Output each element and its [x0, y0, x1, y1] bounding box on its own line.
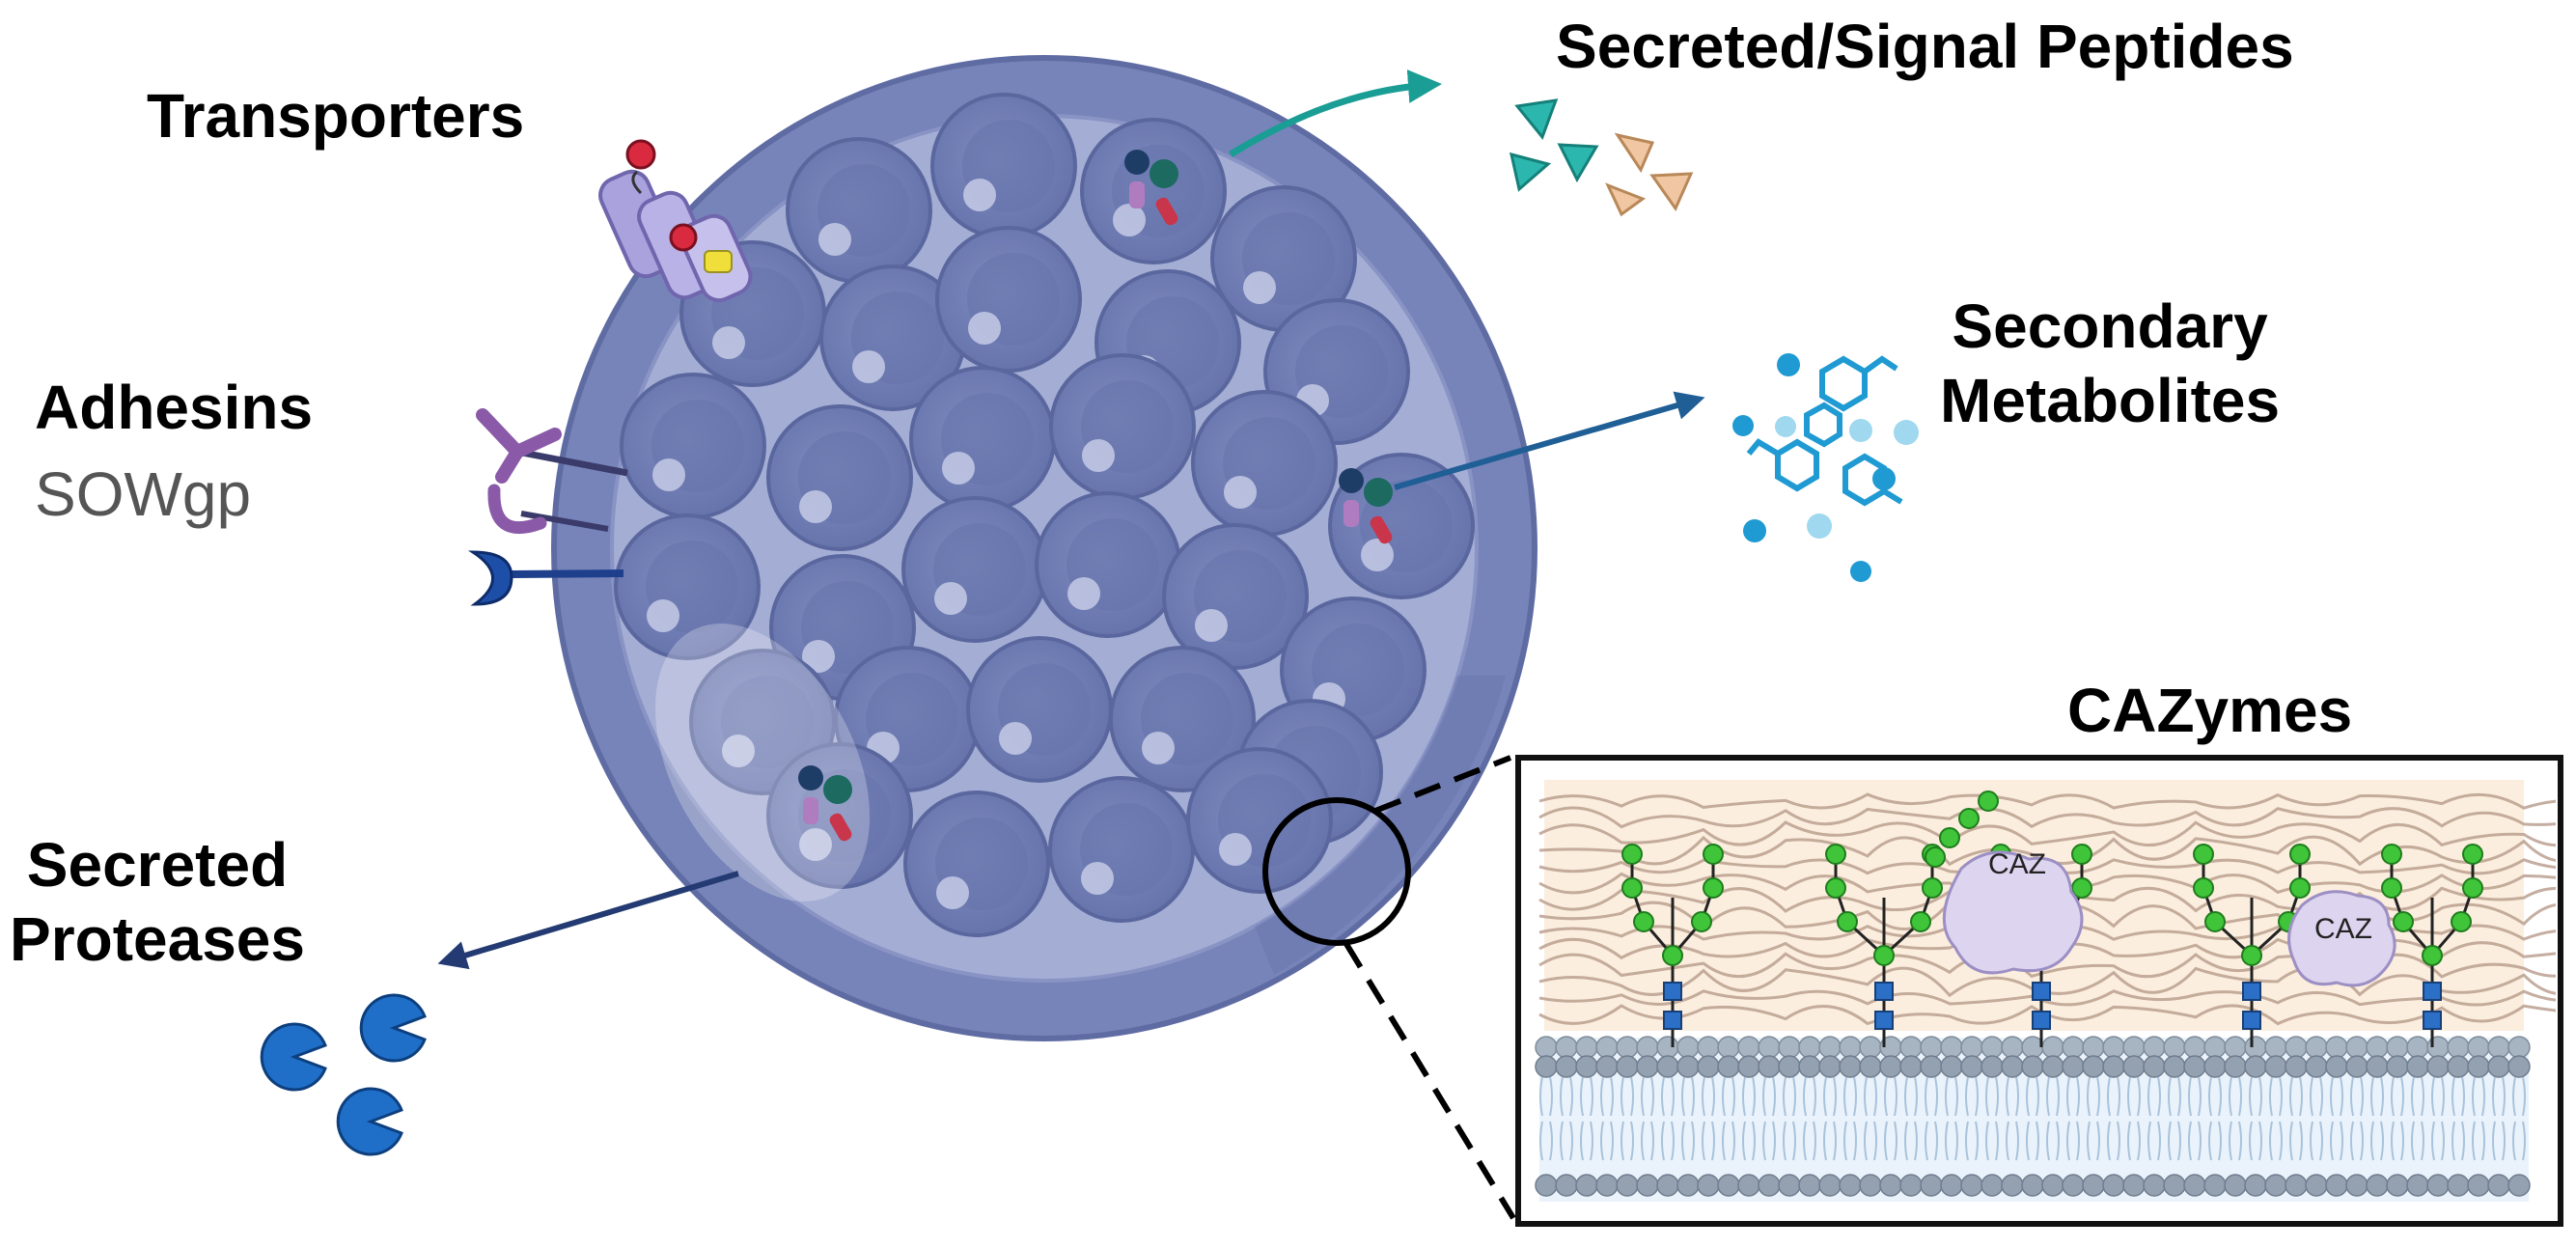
endospore [1049, 353, 1196, 500]
protein-cluster-right [1339, 468, 1393, 544]
endospore [614, 513, 761, 660]
label-cazymes: CAZymes [2067, 676, 2353, 745]
label-adhesins-sub: SOWgp [35, 459, 252, 529]
wall-fiber [1538, 820, 2556, 847]
endospores [614, 93, 1475, 937]
spherule-rim-shade [1255, 676, 1506, 975]
arrow-to-metabolites [1394, 391, 1705, 490]
spherule [551, 55, 1537, 1041]
endospore [930, 93, 1077, 239]
endospore [1162, 523, 1309, 670]
spherule-highlight [654, 624, 871, 901]
glycoprotein [2193, 844, 2311, 1047]
caz-enzyme-large: CAZ [1942, 848, 2084, 975]
endospore [1186, 747, 1333, 894]
wall-fiber [1538, 792, 2556, 810]
endospore [1109, 646, 1256, 792]
label-secreted-peptides: Secreted/Signal Peptides [1556, 12, 2294, 81]
glycoprotein [1621, 844, 1724, 1047]
endospore [786, 137, 932, 284]
protein-cluster-top [1124, 150, 1178, 226]
wall-fiber [1538, 806, 2556, 829]
endospore [903, 790, 1050, 937]
protease-icons [260, 993, 427, 1156]
endospore [1210, 185, 1357, 332]
endospore [1191, 390, 1338, 537]
label-transporters: Transporters [147, 81, 525, 151]
endospore [1048, 776, 1195, 923]
endospore [1080, 118, 1227, 264]
label-secondary-metabolites: Secondary Metabolites [1940, 291, 2281, 435]
endospore [766, 404, 913, 551]
endospore [966, 636, 1113, 783]
released-glycan [1925, 790, 1999, 868]
cazyme-inset: CAZ CAZ [1515, 755, 2563, 1227]
endospore [819, 264, 966, 411]
endospore [901, 496, 1048, 643]
transporter-icon [598, 139, 753, 303]
label-adhesins: Adhesins [35, 373, 314, 442]
endospore [935, 226, 1082, 373]
lipid-bilayer [1535, 1036, 2531, 1202]
zoom-callout [1262, 755, 1516, 1220]
endospore [1035, 491, 1181, 638]
endospore [620, 373, 766, 519]
adhesin-icons [467, 408, 628, 606]
caz-enzyme-small-label: CAZ [2314, 913, 2372, 945]
protein-cluster-bottom [798, 765, 852, 842]
caz-enzyme-small: CAZ [2287, 890, 2396, 987]
caz-enzyme-large-label: CAZ [1988, 848, 2046, 880]
endospore [909, 366, 1056, 513]
wall-fiber [1538, 952, 2556, 979]
endospore [834, 646, 981, 792]
metabolite-icons [1732, 353, 1919, 582]
label-secreted-proteases: Secreted Proteases [10, 830, 305, 974]
arrow-to-peptides [1229, 69, 1442, 157]
glycoprotein [2381, 844, 2483, 1047]
arrow-to-proteases [437, 871, 739, 970]
peptide-icons [1510, 98, 1694, 217]
